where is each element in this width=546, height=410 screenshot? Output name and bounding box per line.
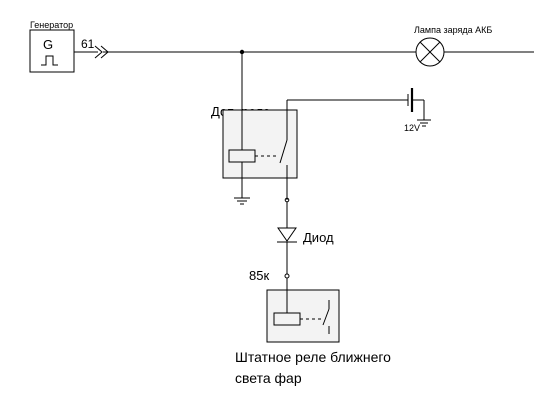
- generator-letter: G: [43, 37, 53, 52]
- terminal-85k-dot: [284, 273, 290, 279]
- terminal-61-label: 61: [81, 37, 95, 51]
- aux-relay-box: [222, 109, 298, 179]
- battery-ground-icon: [417, 119, 431, 127]
- lamp-label: Лампа заряда АКБ: [414, 25, 492, 35]
- terminal-85k-label: 85к: [249, 268, 269, 283]
- aux-relay-switch: [279, 139, 288, 164]
- diode-icon: [277, 227, 297, 243]
- diode-label: Диод: [303, 230, 334, 245]
- headlight-relay-box: [266, 289, 340, 343]
- ground-icon: [234, 197, 250, 205]
- headlight-relay-label-line1: Штатное реле ближнего: [235, 349, 391, 365]
- generator-box: [29, 29, 75, 73]
- generator-label: Генератор: [30, 20, 73, 30]
- headlight-relay-label-line2: света фар: [235, 370, 302, 386]
- battery-voltage-label: 12V: [404, 123, 420, 133]
- pulse-icon: [41, 55, 58, 66]
- connector-chevron-1: [94, 45, 103, 59]
- headlight-relay-switch: [322, 308, 330, 326]
- battery-icon: [407, 88, 425, 120]
